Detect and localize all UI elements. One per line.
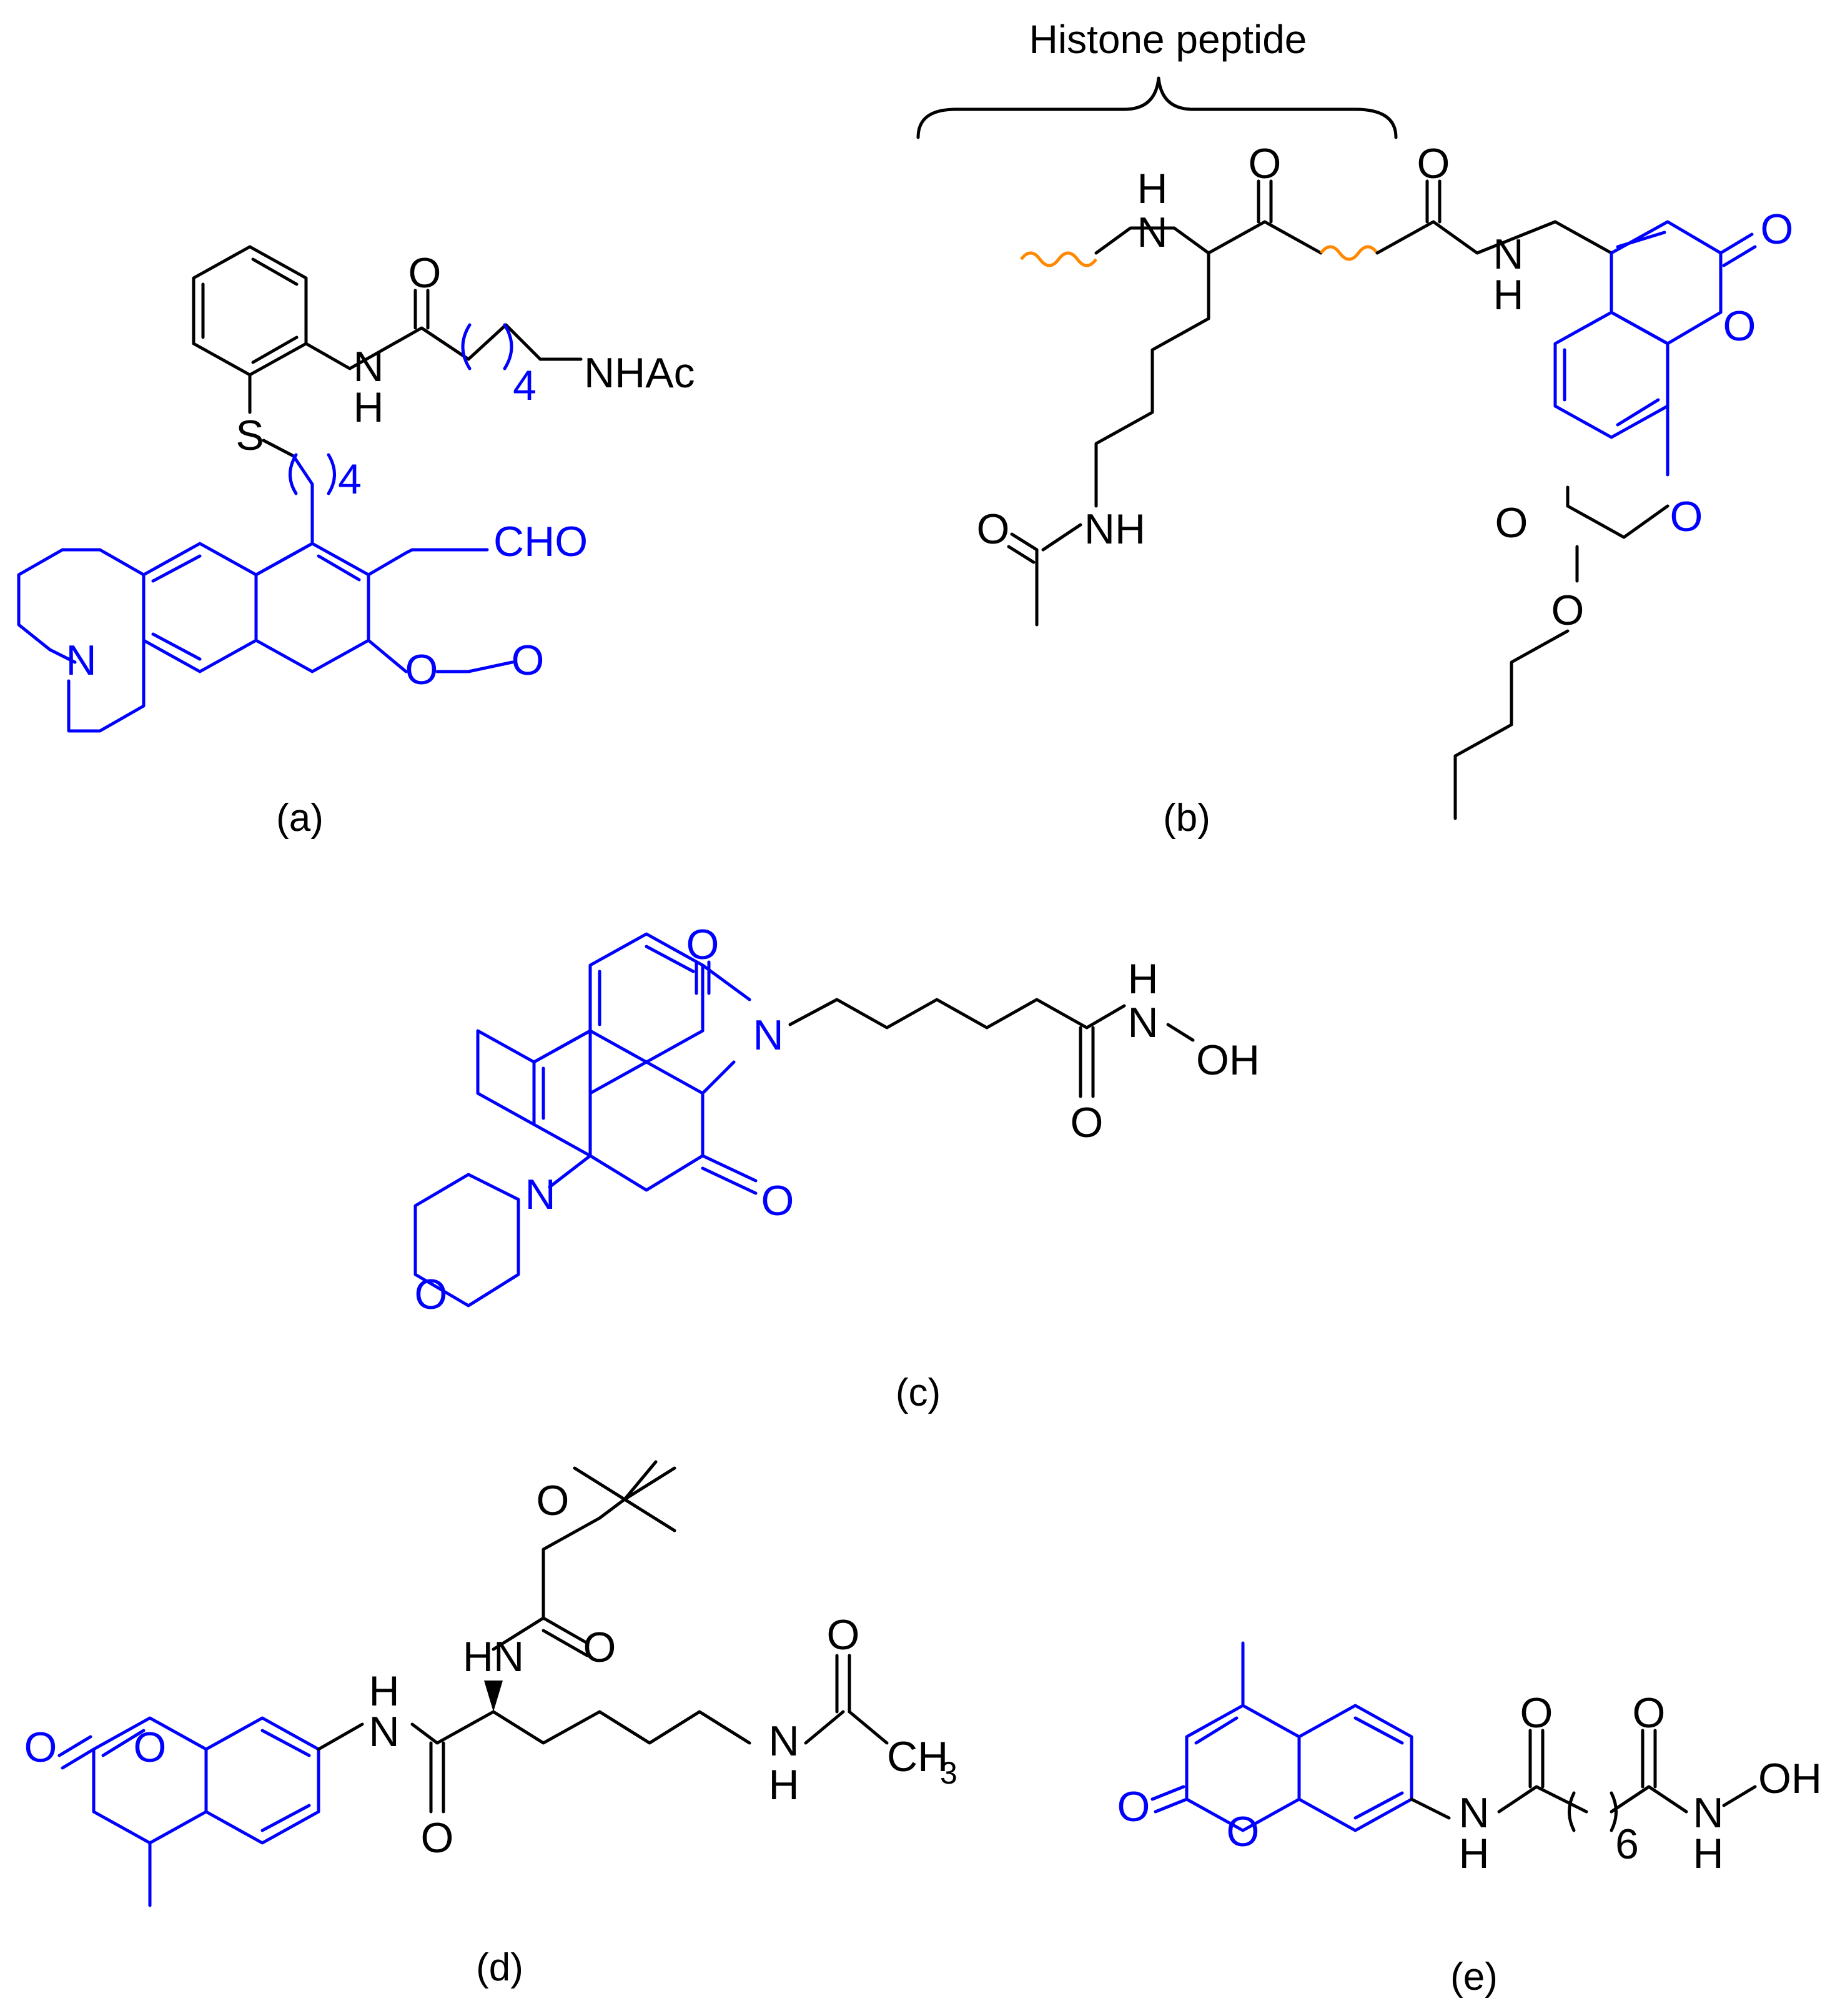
atom-N: N (66, 637, 96, 684)
atom-O: O (408, 249, 442, 297)
atom-O: O (1633, 1689, 1666, 1737)
panel-label-a: (a) (276, 797, 324, 840)
atom-H: H (1693, 1830, 1723, 1877)
atom-H: H (353, 384, 383, 431)
atom-N: N (353, 343, 383, 390)
atom-O: O (761, 1177, 794, 1224)
atom-O: O (977, 505, 1010, 553)
atom-N: N (369, 1708, 399, 1755)
atom-labels-c: O N O H N OH O N O (415, 921, 1260, 1318)
atom-labels-d: O O HN O H N O O N H O CH 3 (24, 1477, 957, 1862)
molecule-b (1007, 179, 1757, 820)
atom-O: O (1249, 140, 1282, 187)
panel-label-d: (d) (476, 1946, 523, 1989)
atom-H: H (1458, 1830, 1489, 1877)
atom-labels-a: O N H 4 NHAc S 4 CHO N O O (66, 249, 695, 693)
atom-O: O (1117, 1783, 1150, 1830)
atom-N: N (768, 1717, 799, 1765)
atom-O: O (512, 637, 545, 684)
subscript-6: 6 (1615, 1820, 1639, 1868)
atom-N: N (1127, 999, 1158, 1046)
subscript-4: 4 (513, 362, 537, 409)
atom-O: O (1520, 1689, 1553, 1737)
atom-O: O (1670, 493, 1703, 540)
atom-O: O (1071, 1099, 1104, 1146)
atom-O: O (1761, 206, 1794, 253)
atom-N: N (1493, 231, 1523, 278)
atom-H: H (369, 1667, 399, 1715)
atom-OH: OH (1196, 1036, 1260, 1084)
atom-NHAc: NHAc (584, 349, 695, 397)
atom-O: O (421, 1814, 454, 1862)
atom-O: O (583, 1624, 616, 1671)
atom-HN: HN (463, 1633, 524, 1681)
atom-O: O (686, 921, 720, 968)
atom-O: O (1551, 587, 1585, 634)
atom-O: O (24, 1724, 57, 1771)
atom-S: S (235, 412, 264, 459)
panel-label-e: (e) (1450, 1955, 1498, 1999)
molecule-d (57, 1460, 889, 1907)
atom-CHO: CHO (493, 518, 588, 565)
subscript-4: 4 (338, 455, 362, 503)
annotation-histone-peptide: Histone peptide (1029, 17, 1307, 62)
atom-O: O (1495, 499, 1528, 547)
subscript-3: 3 (940, 1755, 957, 1790)
atom-O: O (827, 1611, 860, 1659)
atom-O: O (1417, 140, 1450, 187)
atom-N: N (1693, 1789, 1723, 1837)
atom-N: N (753, 1011, 783, 1059)
atom-labels-e: O O N H O O 6 N H OH (1117, 1689, 1822, 1877)
atom-H: H (1127, 955, 1158, 1003)
atom-H: H (768, 1761, 799, 1809)
atom-CH: CH (887, 1733, 948, 1780)
histone-brace (916, 76, 1398, 139)
atom-O: O (405, 646, 438, 693)
molecule-c (413, 932, 1195, 1308)
atom-O: O (537, 1477, 570, 1524)
atom-O: O (1723, 302, 1756, 350)
atom-N: N (1458, 1789, 1489, 1837)
panel-label-b: (b) (1163, 797, 1210, 840)
panel-label-c: (c) (896, 1371, 941, 1414)
molecule-a (17, 245, 583, 733)
atom-N: N (1137, 209, 1167, 256)
atom-O: O (415, 1271, 448, 1318)
atom-H: H (1493, 271, 1523, 319)
molecule-e (1150, 1641, 1757, 1832)
atom-H: H (1137, 165, 1167, 212)
atom-O: O (1227, 1808, 1260, 1855)
atom-labels-b: O O H N N H O O NH O O O O (977, 140, 1794, 634)
atom-O: O (134, 1724, 167, 1771)
atom-NH: NH (1084, 505, 1145, 553)
atom-N: N (525, 1171, 555, 1218)
atom-OH: OH (1758, 1755, 1822, 1802)
